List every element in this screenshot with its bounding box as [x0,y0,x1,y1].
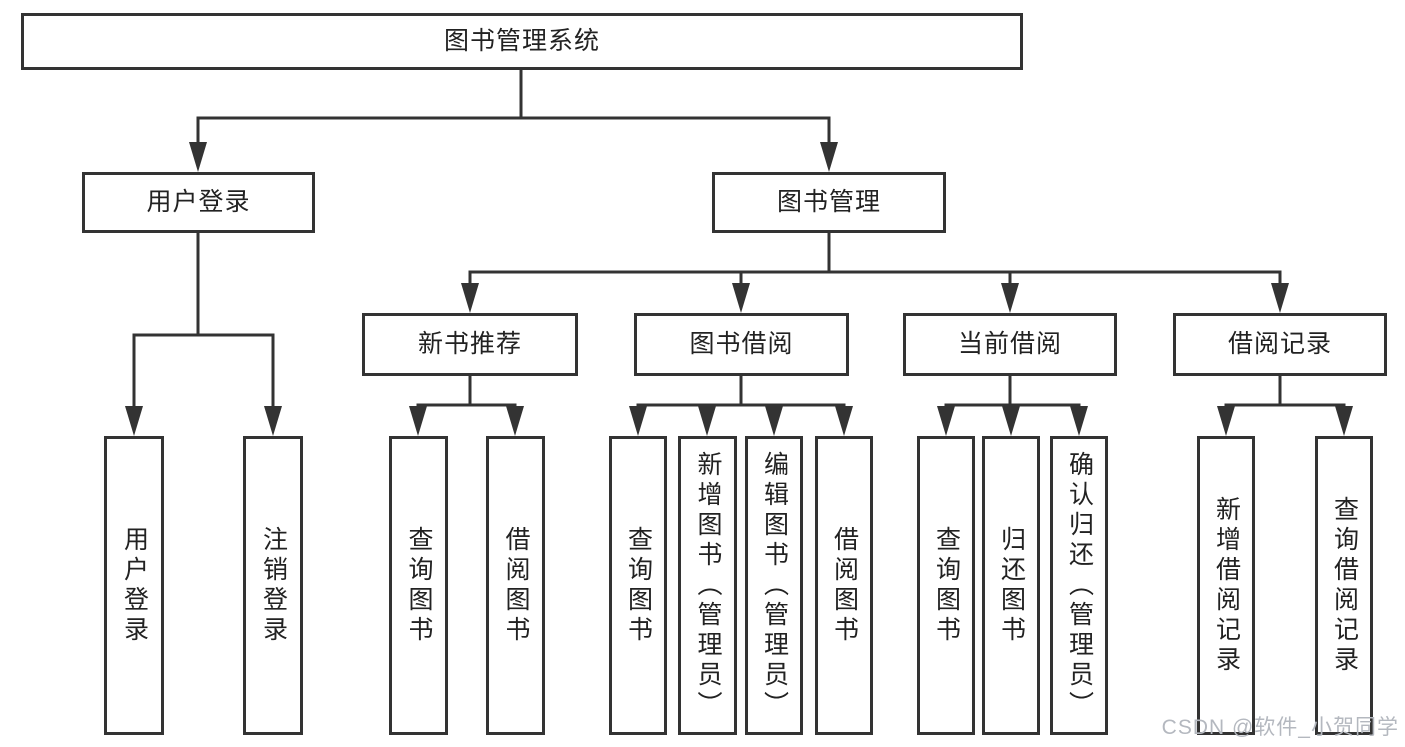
node-library-management-system: 图书管理系统 [21,13,1023,70]
node-book-management: 图书管理 [712,172,946,233]
leaf-edit-books-admin: 编辑图书（管理员） [745,436,803,735]
node-borrowing-records: 借阅记录 [1173,313,1387,376]
leaf-query-books-recommend: 查询图书 [389,436,448,735]
leaf-logout: 注销登录 [243,436,303,735]
node-book-borrowing: 图书借阅 [634,313,849,376]
node-label: 查询图书 [405,525,433,646]
leaf-query-books-borrow: 查询图书 [609,436,667,735]
leaf-return-books: 归还图书 [982,436,1040,735]
node-label: 查询借阅记录 [1330,495,1359,676]
node-label: 注销登录 [259,525,288,646]
node-label: 确认归还（管理员） [1065,450,1094,721]
node-user-login: 用户登录 [82,172,315,233]
leaf-query-borrow-record: 查询借阅记录 [1315,436,1373,735]
leaf-query-books-current: 查询图书 [917,436,975,735]
leaf-add-books-admin: 新增图书（管理员） [678,436,737,735]
leaf-add-borrow-record: 新增借阅记录 [1197,436,1255,735]
leaf-borrow-books-recommend: 借阅图书 [486,436,545,735]
node-label: 编辑图书（管理员） [760,450,789,721]
leaf-borrow-books: 借阅图书 [815,436,873,735]
node-label: 新增借阅记录 [1212,495,1241,676]
node-label: 归还图书 [997,525,1026,646]
leaf-user-login: 用户登录 [104,436,164,735]
node-current-borrowing: 当前借阅 [903,313,1117,376]
node-label: 新书推荐 [417,330,522,358]
node-label: 借阅图书 [502,525,530,646]
node-label: 用户登录 [146,188,251,216]
node-label: 借阅记录 [1227,330,1332,358]
node-label: 借阅图书 [830,525,859,646]
node-label: 查询图书 [624,525,653,646]
node-label: 图书借阅 [689,330,794,358]
node-new-book-recommendation: 新书推荐 [362,313,578,376]
csdn-watermark: CSDN @软件_小贺同学 [1161,716,1399,739]
node-label: 图书管理 [776,188,881,216]
node-label: 用户登录 [120,525,149,646]
node-label: 当前借阅 [957,330,1062,358]
node-label: 新增图书（管理员） [694,450,722,721]
node-label: 图书管理系统 [443,27,600,55]
leaf-confirm-return-admin: 确认归还（管理员） [1050,436,1108,735]
arrowheads [125,142,1353,436]
node-label: 查询图书 [932,525,961,646]
